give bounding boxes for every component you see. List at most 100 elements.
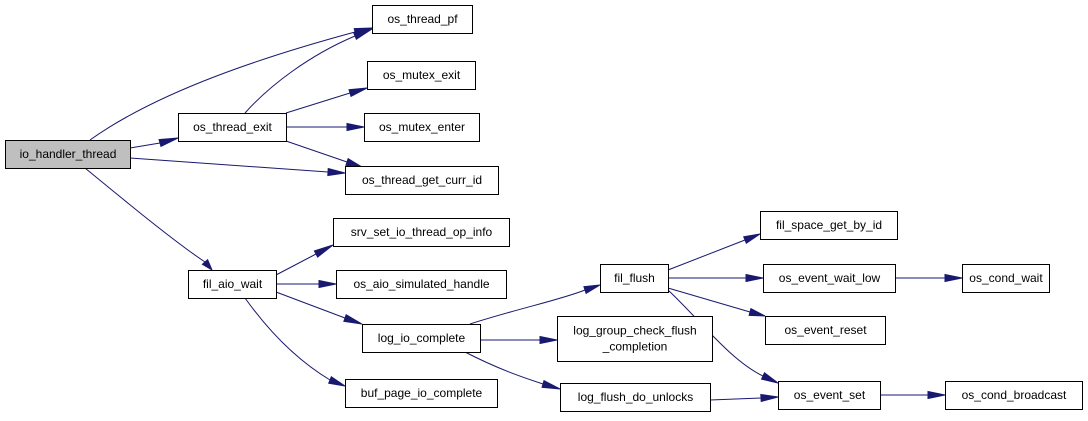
edge-arrowhead (745, 273, 764, 283)
node-label: os_aio_simulated_handle (353, 277, 489, 291)
node-label: os_cond_broadcast (962, 388, 1067, 402)
node-box (372, 5, 473, 34)
node-label: fil_aio_wait (203, 277, 263, 291)
node-os_thread_get_curr_id[interactable]: os_thread_get_curr_id (345, 166, 499, 195)
node-os_mutex_exit[interactable]: os_mutex_exit (367, 61, 476, 90)
edge-line (244, 297, 331, 381)
node-box (188, 270, 277, 299)
node-log_group_check_flush_completion[interactable]: log_group_check_flush _completion (557, 316, 713, 362)
edge-line (285, 140, 348, 163)
node-label: srv_set_io_thread_op_info (351, 225, 493, 239)
edge-line (275, 291, 346, 319)
call-graph-nodes: io_handler_threados_thread_exitos_thread… (5, 5, 1083, 412)
edge-line (667, 287, 751, 313)
edge-line (89, 31, 356, 141)
node-buf_page_io_complete[interactable]: buf_page_io_complete (345, 379, 498, 408)
edge-os_event_set-to-os_cond_broadcast (880, 390, 946, 400)
edge-line (667, 289, 764, 377)
node-os_thread_pf[interactable]: os_thread_pf (372, 5, 473, 34)
node-log_flush_do_unlocks[interactable]: log_flush_do_unlocks (560, 383, 711, 412)
node-fil_aio_wait[interactable]: fil_aio_wait (188, 270, 277, 299)
node-label: buf_page_io_complete (361, 386, 483, 400)
edge-log_io_complete-to-log_group_check_flush_completion (480, 335, 558, 345)
node-label: os_thread_exit (193, 120, 272, 134)
edge-line (129, 142, 161, 149)
edge-arrowhead (748, 307, 766, 317)
node-os_event_reset[interactable]: os_event_reset (765, 316, 886, 345)
node-box (364, 113, 480, 142)
node-os_cond_wait[interactable]: os_cond_wait (962, 264, 1050, 293)
edge-arrowhead (760, 372, 779, 384)
node-box (362, 324, 481, 353)
node-box (763, 264, 896, 293)
edge-arrowhead (313, 244, 334, 258)
node-label: _completion (602, 340, 668, 354)
node-os_event_set[interactable]: os_event_set (778, 381, 881, 410)
edge-io_handler_thread-to-fil_aio_wait (84, 167, 214, 272)
edge-arrowhead (539, 335, 558, 345)
edge-arrowhead (346, 122, 365, 132)
node-label: os_cond_wait (969, 271, 1043, 285)
node-label: os_event_set (794, 388, 866, 402)
edge-arrowhead (318, 279, 337, 289)
edge-line (469, 289, 586, 325)
edge-line (129, 157, 329, 173)
edge-line (709, 397, 762, 401)
node-os_mutex_enter[interactable]: os_mutex_enter (364, 113, 480, 142)
edge-os_thread_exit-to-os_thread_pf (244, 28, 373, 114)
edge-arrowhead (201, 258, 214, 272)
node-box (600, 264, 669, 293)
edge-fil_flush-to-os_event_set (667, 289, 779, 384)
node-box (778, 381, 881, 410)
edge-arrowhead (583, 284, 601, 295)
node-label: os_mutex_enter (379, 120, 465, 134)
node-box (345, 379, 498, 408)
node-box (333, 218, 510, 247)
node-os_thread_exit[interactable]: os_thread_exit (178, 113, 287, 142)
node-label: fil_space_get_by_id (776, 218, 882, 232)
node-fil_space_get_by_id[interactable]: fil_space_get_by_id (760, 211, 898, 240)
edge-os_thread_exit-to-os_thread_get_curr_id (285, 140, 363, 168)
edge-arrowhead (158, 137, 179, 148)
node-box (560, 383, 711, 412)
edge-arrowhead (348, 87, 368, 98)
edge-log_io_complete-to-fil_flush (469, 284, 601, 325)
node-fil_flush[interactable]: fil_flush (600, 264, 669, 293)
node-log_io_complete[interactable]: log_io_complete (362, 324, 481, 353)
edge-arrowhead (345, 157, 363, 168)
node-box (765, 316, 886, 345)
node-label: log_group_check_flush (573, 324, 696, 338)
edge-fil_aio_wait-to-srv_set_io_thread_op_info (275, 244, 334, 276)
edge-fil_aio_wait-to-buf_page_io_complete (244, 297, 346, 387)
edge-line (464, 351, 544, 385)
edge-fil_flush-to-fil_space_get_by_id (667, 233, 761, 271)
node-label: os_event_reset (784, 323, 867, 337)
node-os_cond_broadcast[interactable]: os_cond_broadcast (945, 381, 1083, 410)
edge-fil_aio_wait-to-log_io_complete (275, 291, 363, 325)
edge-log_io_complete-to-log_flush_do_unlocks (464, 351, 561, 390)
edge-arrowhead (541, 379, 561, 390)
node-os_event_wait_low[interactable]: os_event_wait_low (763, 264, 896, 293)
edge-arrowhead (343, 313, 363, 325)
edge-arrowhead (944, 273, 963, 283)
node-label: fil_flush (614, 271, 655, 285)
node-label: os_mutex_exit (383, 68, 461, 82)
node-label: os_event_wait_low (779, 271, 881, 285)
edge-fil_flush-to-os_event_reset (667, 287, 766, 317)
node-os_aio_simulated_handle[interactable]: os_aio_simulated_handle (336, 270, 507, 299)
edge-arrowhead (760, 393, 779, 403)
call-graph-edges (84, 27, 963, 403)
edge-arrowhead (327, 167, 346, 177)
node-srv_set_io_thread_op_info[interactable]: srv_set_io_thread_op_info (333, 218, 510, 247)
node-label: os_thread_pf (387, 12, 458, 26)
node-box (367, 61, 476, 90)
edge-os_thread_exit-to-os_mutex_exit (285, 87, 368, 114)
node-box (345, 166, 499, 195)
edge-io_handler_thread-to-os_thread_get_curr_id (129, 157, 346, 177)
node-box (178, 113, 287, 142)
node-box (945, 381, 1083, 410)
edge-os_thread_exit-to-os_mutex_enter (286, 122, 365, 132)
node-box (336, 270, 507, 299)
edge-arrowhead (927, 390, 946, 400)
